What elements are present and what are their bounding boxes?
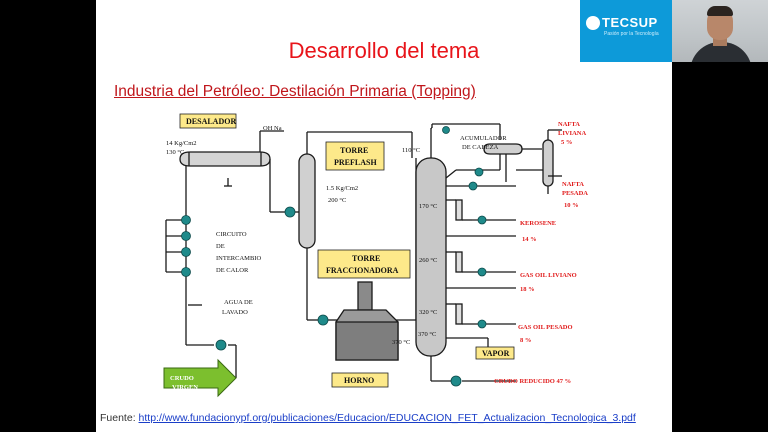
nafta-pesada-label-1: NAFTA [562,181,584,188]
fraccionadora-label-2: FRACCIONADORA [326,266,399,275]
horno-label-box [331,372,389,388]
horno-label: HORNO [344,376,374,385]
slide-title: Desarrollo del tema [288,38,480,63]
nafta-liviana-label-1: NAFTA [558,121,580,128]
kerosene-pct: 14 % [522,236,537,243]
slide-subtitle: Industria del Petróleo: Destilación Prim… [114,83,476,100]
brand-tagline: Pasión por la Tecnología [604,31,659,37]
naphtha-pump-icon [468,181,478,191]
slide-footer: Fuente: http://www.fundacionypf.org/publ… [100,412,636,424]
exchanger-3-icon [181,247,191,257]
vapor-label: VAPOR [482,349,510,358]
presenter-body [690,42,752,62]
preflash-label-box [325,141,385,171]
desalador-label: DESALADOR [186,117,236,126]
circuito-label-4: DE CALOR [216,267,249,274]
presenter-neck [713,36,727,46]
nafta-liviana-label-2: LIVIANA [558,130,586,137]
agua-label-2: LAVADO [222,309,248,316]
temp-370-in-label: 370 °C [392,339,410,346]
fraccionadora-label-box [317,249,411,279]
temp-260-label: 260 °C [419,257,437,264]
temp-110-label: 110 °C [402,147,420,154]
preflash-pressure: 1.5 Kg/Cm2 [326,185,358,192]
nafta-pesada-pct: 10 % [564,202,579,209]
exchanger-1-icon [181,215,191,225]
preflash-feed-pump-icon [284,206,296,218]
gasoil-liviano-label: GAS OIL LIVIANO [520,272,577,279]
gasoil-liviano-pct: 18 % [520,286,535,293]
presentation-slide: TECSUP Pasión por la Tecnología Desarrol… [96,0,672,432]
exchanger-2-icon [181,231,191,241]
nafta-liviana-pct: 5 % [561,139,572,146]
crudo-reducido-label: CRUDO REDUCIDO 47 % [494,378,571,385]
footer-label: Fuente: [100,412,136,424]
crude-inlet-arrow [163,358,237,398]
furnace-pump-icon [317,314,329,326]
exchanger-4-icon [181,267,191,277]
gasoil-pesado-label: GAS OIL PESADO [518,324,573,331]
fraccionadora-label-1: TORRE [352,254,380,263]
desalador-temp: 130 °C [166,149,184,156]
vapor-label-box [475,346,515,360]
preflash-temp: 200 °C [328,197,346,204]
temp-370-out-label: 370 °C [418,331,436,338]
ohna-label: OH Na [263,125,282,132]
presenter-hair [707,6,733,16]
residue-pump-icon [450,375,462,387]
nafta-pesada-label-2: PESADA [562,190,588,197]
desalador-pressure: 14 Kg/Cm2 [166,140,197,147]
brand-name: TECSUP [602,15,658,30]
lgo-pump-icon [477,267,487,277]
crude-pump-icon [215,339,227,351]
preflash-label-2: PREFLASH [334,158,377,167]
circuito-label-1: CIRCUITO [216,231,247,238]
overhead-valve-icon [442,126,450,134]
reflux-pump-icon [474,167,484,177]
desalador-label-box [179,113,237,129]
source-link[interactable]: http://www.fundacionypf.org/publicacione… [138,412,636,424]
agua-label-1: AGUA DE [224,299,253,306]
left-letterbox [0,0,96,432]
webcam-video-tile[interactable] [672,0,768,62]
crudo-virgen-label-2: VIRGEN [172,384,198,391]
brand-logo-panel: TECSUP Pasión por la Tecnología [580,0,672,62]
acumulador-label-1: ACUMULADOR [460,135,507,142]
kerosene-pump-icon [477,215,487,225]
temp-320-label: 320 °C [419,309,437,316]
crudo-virgen-label-1: CRUDO [170,375,194,382]
temp-170-label: 170 °C [419,203,437,210]
kerosene-label: KEROSENE [520,220,556,227]
hgo-pump-icon [477,319,487,329]
right-letterbox [672,0,768,432]
circuito-label-2: DE [216,243,225,250]
gasoil-pesado-pct: 8 % [520,337,531,344]
acumulador-label-2: DE CABEZA [462,144,499,151]
tecsup-logo-icon [586,16,600,30]
topping-process-diagram: DESALADOR TORRE PREFLASH TORRE FRACCIONA… [163,113,588,398]
preflash-label-1: TORRE [340,146,368,155]
circuito-label-3: INTERCAMBIO [216,255,261,262]
